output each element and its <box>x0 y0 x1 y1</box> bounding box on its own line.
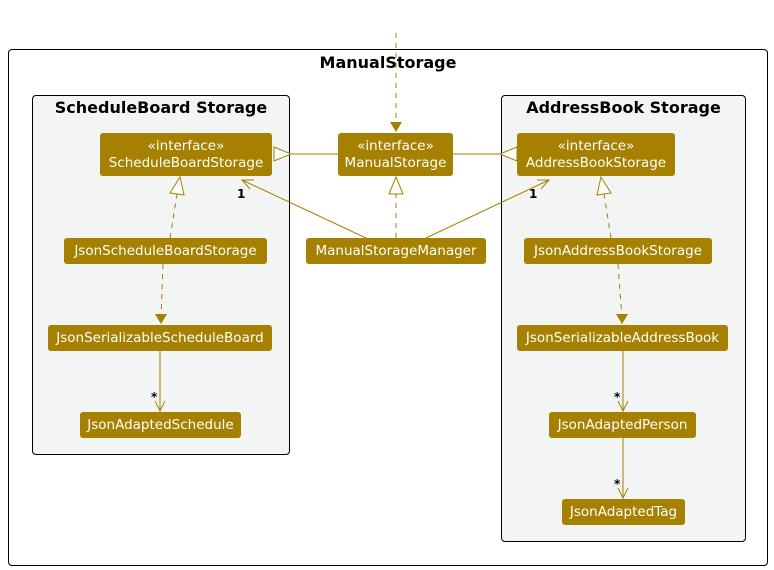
top-dependency-arrowhead <box>390 122 402 132</box>
person-to-tag-arrowhead <box>617 487 629 500</box>
jsonserializableaddressbook-node: JsonSerializableAddressBook <box>517 325 728 351</box>
manager-to-address-assoc-arrowhead <box>537 179 551 190</box>
manualstorage-interface-node: «interface» ManualStorage <box>338 133 453 176</box>
jsonadaptedperson-node: JsonAdaptedPerson <box>549 412 696 438</box>
multiplicity-schedule-board-to-schedule: * <box>151 390 158 404</box>
scheduleboardstorage-interface-node: «interface» ScheduleBoardStorage <box>100 133 272 176</box>
multiplicity-manager-to-schedule: 1 <box>237 187 245 201</box>
jsonserializablescheduleboard-node: JsonSerializableScheduleBoard <box>48 325 272 351</box>
jsonaddressbookstorage-node: JsonAddressBookStorage <box>524 238 712 264</box>
multiplicity-address-book-to-person: * <box>614 390 621 404</box>
manual-storage-frame-title: ManualStorage <box>319 53 457 72</box>
json-schedule-storage-realize-edge <box>169 193 178 239</box>
multiplicity-person-to-tag: * <box>614 477 621 491</box>
json-schedule-storage-realize-arrowhead <box>169 175 185 196</box>
address-storage-dependency-edge <box>617 263 623 319</box>
manager-realize-arrowhead <box>388 175 404 195</box>
json-address-storage-realize-arrowhead <box>596 175 612 196</box>
manager-to-address-assoc-edge <box>425 179 550 239</box>
manualstorage-stereotype: «interface» <box>357 137 434 154</box>
jsonscheduleboardstorage-node: JsonScheduleBoardStorage <box>64 238 267 264</box>
addressbookstorage-stereotype: «interface» <box>557 137 635 154</box>
schedule-board-to-schedule-arrowhead <box>154 400 166 413</box>
scheduleboard-storage-package-title: ScheduleBoard Storage <box>54 98 268 117</box>
manager-to-schedule-assoc-arrowhead <box>240 179 254 190</box>
multiplicity-manager-to-address: 1 <box>529 187 537 201</box>
addressbookstorage-name: AddressBookStorage <box>525 154 667 171</box>
json-address-storage-realize-edge <box>603 193 612 239</box>
addressbookstorage-interface-node: «interface» AddressBookStorage <box>517 133 675 176</box>
address-storage-dependency-arrowhead <box>616 314 628 324</box>
scheduleboardstorage-name: ScheduleBoardStorage <box>108 154 264 171</box>
jsonadaptedschedule-node: JsonAdaptedSchedule <box>80 412 241 438</box>
manual-to-address-inherit-arrowhead <box>498 146 518 162</box>
schedule-storage-dependency-edge <box>160 263 164 319</box>
address-book-to-person-arrowhead <box>617 400 629 413</box>
scheduleboardstorage-stereotype: «interface» <box>147 137 225 154</box>
jsonadaptedtag-node: JsonAdaptedTag <box>562 499 685 525</box>
manualstorage-name: ManualStorage <box>344 154 447 171</box>
addressbook-storage-package-title: AddressBook Storage <box>526 98 721 117</box>
manualstoragemanager-node: ManualStorageManager <box>306 238 486 264</box>
schedule-storage-dependency-arrowhead <box>155 314 167 324</box>
manager-to-schedule-assoc-edge <box>241 179 367 239</box>
manual-to-schedule-inherit-arrowhead <box>273 146 293 162</box>
